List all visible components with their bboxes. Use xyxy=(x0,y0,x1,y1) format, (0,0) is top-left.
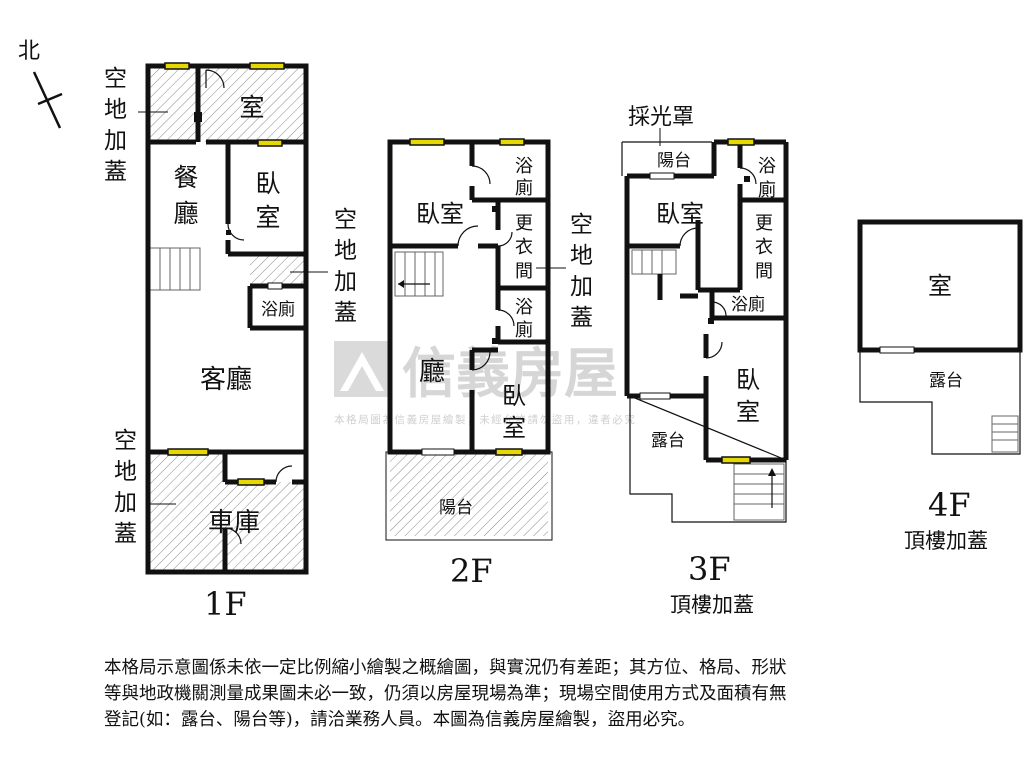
svg-text:陽台: 陽台 xyxy=(657,151,691,171)
svg-text:加: 加 xyxy=(334,269,357,295)
svg-text:浴: 浴 xyxy=(515,297,533,318)
disclaimer-line-1: 本格局示意圖係未依一定比例縮小繪製之概繪圖，與實況仍有差距；其方位、格局、形狀 xyxy=(104,658,787,678)
svg-text:浴廁: 浴廁 xyxy=(731,294,765,315)
room-1f-dining-a: 餐 xyxy=(173,163,198,192)
watermark-notice: 本格局圖為信義房屋繪製，未經允許請勿盜用，違者必究 xyxy=(334,413,637,426)
floor-1-labels: 室 餐 廳 臥 室 浴廁 客廳 車庫 1F xyxy=(173,93,295,623)
brand-logo-icon xyxy=(334,341,390,397)
floor-4-labels: 室 露台 4F 頂樓加蓋 xyxy=(904,272,988,553)
svg-text:更: 更 xyxy=(755,213,773,234)
svg-text:加: 加 xyxy=(114,490,137,516)
room-1f-living: 客廳 xyxy=(200,365,252,395)
floor-3-labels: 採光罩 陽台 浴 廁 臥室 更 衣 間 浴廁 臥 室 露台 3F 頂樓加蓋 xyxy=(628,105,776,617)
room-3f-skylight: 採光罩 xyxy=(628,105,694,130)
room-4f-room: 室 xyxy=(928,272,952,300)
svg-text:空: 空 xyxy=(334,207,357,233)
room-2f-bedroom-low-b: 室 xyxy=(502,414,526,442)
room-2f-bedroom-low-a: 臥 xyxy=(502,382,526,410)
svg-text:地: 地 xyxy=(570,243,593,269)
floor-2-labels: 臥室 浴 廁 更 衣 間 浴 廁 廳 臥 室 陽台 2F xyxy=(416,156,533,590)
floor-3-label: 3F xyxy=(688,550,731,588)
floor-3-sublabel: 頂樓加蓋 xyxy=(670,593,754,617)
room-2f-balcony: 陽台 xyxy=(439,498,473,518)
floor-1-label: 1F xyxy=(204,585,247,623)
floor-4-label: 4F xyxy=(928,486,971,524)
svg-text:地: 地 xyxy=(334,238,357,264)
floor-3-plan: 採光罩 陽台 浴 廁 臥室 更 衣 間 浴廁 臥 室 露台 3F 頂樓加蓋 xyxy=(621,105,789,617)
svg-text:更: 更 xyxy=(515,213,533,234)
floor-2-extension-note: 空 地 加 蓋 xyxy=(536,212,593,331)
svg-text:蓋: 蓋 xyxy=(104,159,127,185)
svg-text:衣: 衣 xyxy=(755,237,773,258)
svg-text:空: 空 xyxy=(114,428,137,454)
room-1f-bedroom-a: 臥 xyxy=(255,169,280,198)
floor-1-plan: 室 餐 廳 臥 室 浴廁 客廳 車庫 1F 空 地 加 蓋 空 地 加 蓋 空 … xyxy=(104,62,357,623)
svg-text:浴: 浴 xyxy=(515,156,533,177)
room-2f-bedroom-top: 臥室 xyxy=(416,200,464,228)
disclaimer-line-3: 登記(如：露台、陽台等)，請洽業務人員。本圖為信義房屋繪製，盜用必究。 xyxy=(104,710,696,730)
svg-text:廁: 廁 xyxy=(758,179,776,201)
room-3f-bedroom-low-a: 臥 xyxy=(736,366,760,394)
svg-text:廁: 廁 xyxy=(515,319,533,341)
room-1f-bedroom-b: 室 xyxy=(255,203,280,232)
room-1f-garage: 車庫 xyxy=(208,508,260,538)
room-4f-terrace: 露台 xyxy=(929,371,963,391)
north-arrow: 北 xyxy=(18,39,63,129)
svg-text:蓋: 蓋 xyxy=(114,521,137,547)
floor-4-plan: 室 露台 4F 頂樓加蓋 xyxy=(857,219,1023,553)
watermark: 信義房屋 本格局圖為信義房屋繪製，未經允許請勿盜用，違者必究 xyxy=(334,341,637,426)
svg-text:間: 間 xyxy=(515,261,533,282)
floor-2-plan: 臥室 浴 廁 更 衣 間 浴 廁 廳 臥 室 陽台 2F 空 地 加 蓋 xyxy=(385,138,593,590)
room-3f-bedroom-low-b: 室 xyxy=(736,398,760,426)
svg-text:加: 加 xyxy=(570,274,593,300)
room-2f-hall: 廳 xyxy=(419,357,445,387)
svg-text:加: 加 xyxy=(104,128,127,154)
svg-text:空: 空 xyxy=(104,66,127,92)
svg-text:蓋: 蓋 xyxy=(570,305,593,331)
svg-text:間: 間 xyxy=(755,261,773,282)
svg-text:地: 地 xyxy=(104,97,127,123)
disclaimer-line-2: 等與地政機關測量成果圖未必一致，仍須以房屋現場為準；現場空間使用方式及面積有無 xyxy=(104,684,787,704)
room-3f-terrace: 露台 xyxy=(651,431,685,451)
floor-4-sublabel: 頂樓加蓋 xyxy=(904,529,988,553)
svg-text:地: 地 xyxy=(114,459,137,485)
svg-text:浴: 浴 xyxy=(758,156,776,177)
floor-2-label: 2F xyxy=(450,552,493,590)
watermark-brand: 信義房屋 xyxy=(402,341,618,405)
svg-text:衣: 衣 xyxy=(515,237,533,258)
compass-label: 北 xyxy=(18,39,40,64)
room-1f-dining-b: 廳 xyxy=(173,199,198,228)
svg-text:空: 空 xyxy=(570,212,593,238)
svg-text:廁: 廁 xyxy=(515,177,533,199)
room-3f-bedroom-top: 臥室 xyxy=(656,200,704,228)
floor-1-extension-notes: 空 地 加 蓋 空 地 加 蓋 空 地 加 蓋 xyxy=(104,66,357,547)
svg-text:蓋: 蓋 xyxy=(334,300,357,326)
room-1f-top: 室 xyxy=(239,93,264,122)
disclaimer: 本格局示意圖係未依一定比例縮小繪製之概繪圖，與實況仍有差距；其方位、格局、形狀 … xyxy=(104,655,964,733)
room-1f-bath: 浴廁 xyxy=(261,299,295,320)
